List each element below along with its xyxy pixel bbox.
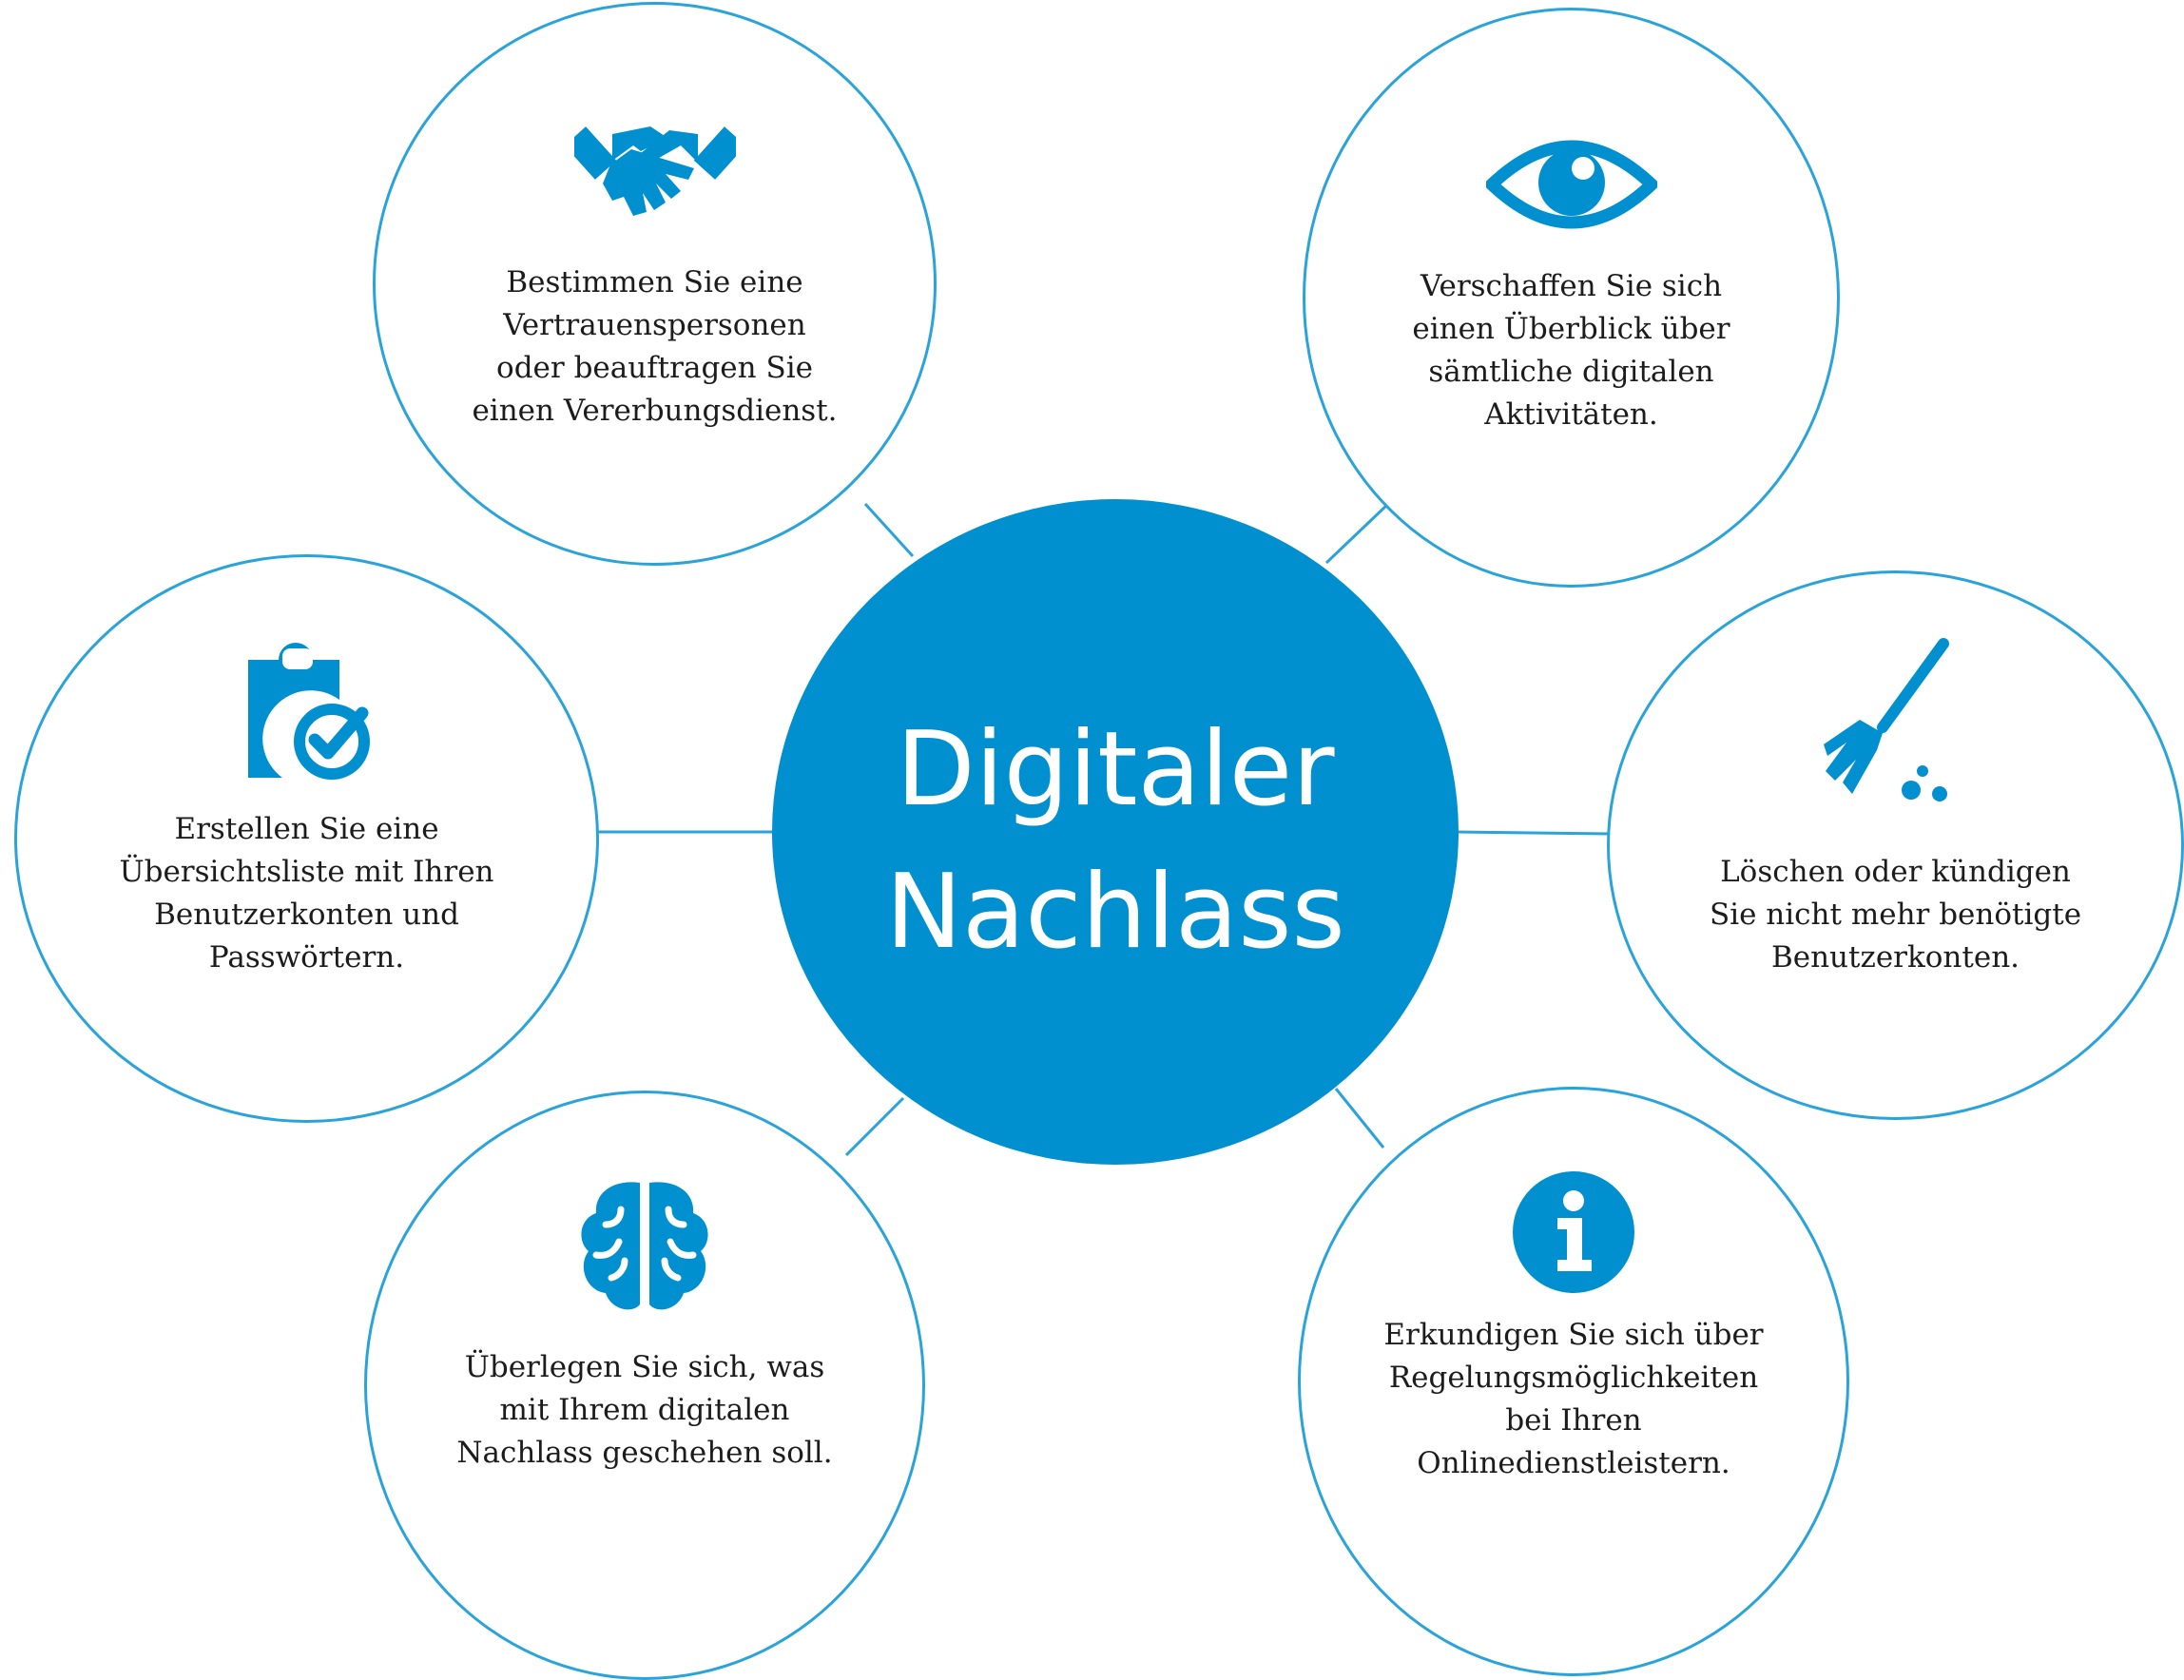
node-4-line-1: Löschen oder kündigen	[1720, 855, 2071, 889]
node-6-line-3: bei Ihren	[1505, 1403, 1642, 1438]
info-icon	[1513, 1171, 1634, 1293]
connector-right	[1454, 830, 1613, 836]
node-2-line-2: einen Überblick über	[1412, 312, 1730, 346]
connector-bottom-left	[844, 1096, 905, 1157]
node-2-line-3: sämtliche digitalen	[1428, 355, 1714, 389]
handshake-icon	[573, 126, 736, 216]
node-3-line-1: Erstellen Sie eine	[174, 812, 439, 846]
broom-icon	[1823, 638, 1949, 801]
node-3-line-3: Benutzerkonten und	[154, 898, 459, 932]
brain-icon	[581, 1182, 708, 1310]
node-5-line-2: mit Ihrem digitalen	[499, 1393, 790, 1427]
node-1-line-1: Bestimmen Sie eine	[506, 265, 803, 299]
node-4-line-3: Benutzerkonten.	[1770, 940, 2020, 975]
node-6-line-1: Erkundigen Sie sich über	[1383, 1318, 1764, 1352]
node-service-providers: Erkundigen Sie sich über Regelungsmöglic…	[1298, 1087, 1849, 1676]
node-think-about-legacy: Überlegen Sie sich, was mit Ihrem digita…	[364, 1091, 925, 1680]
node-delete-accounts: Löschen oder kündigen Sie nicht mehr ben…	[1607, 570, 2184, 1120]
node-3-line-4: Passwörtern.	[208, 940, 405, 975]
clipboard-check-icon	[247, 643, 370, 780]
node-6-line-2: Regelungsmöglichkeiten	[1388, 1361, 1759, 1395]
node-2-line-1: Verschaffen Sie sich	[1420, 269, 1723, 303]
node-1-line-4: einen Vererbungsdienst.	[472, 394, 838, 428]
connector-bottom-right	[1334, 1088, 1385, 1149]
node-4-line-2: Sie nicht mehr benötigte	[1709, 898, 2082, 932]
node-2-line-4: Aktivitäten.	[1484, 397, 1658, 432]
center-topic: Digitaler Nachlass	[772, 499, 1459, 1165]
node-5-line-1: Überlegen Sie sich, was	[464, 1350, 825, 1384]
connector-top-left	[863, 502, 915, 558]
eye-icon	[1485, 140, 1657, 229]
center-title-line-1: Digitaler	[896, 710, 1335, 829]
node-5-line-3: Nachlass geschehen soll.	[456, 1436, 833, 1470]
node-1-line-2: Vertrauenspersonen	[503, 308, 806, 342]
connector-top-right	[1324, 502, 1390, 565]
center-title: Digitaler Nachlass	[885, 699, 1345, 984]
node-account-list: Erstellen Sie eine Übersichtsliste mit I…	[14, 554, 599, 1123]
node-3-line-2: Übersichtsliste mit Ihren	[119, 855, 494, 889]
node-6-line-4: Onlinedienstleistern.	[1417, 1446, 1730, 1480]
node-trusted-person: Bestimmen Sie eine Vertrauenspersonen od…	[373, 2, 937, 566]
node-overview-activities: Verschaffen Sie sich einen Überblick übe…	[1303, 8, 1840, 588]
center-title-line-2: Nachlass	[885, 853, 1345, 972]
node-1-line-3: oder beauftragen Sie	[496, 351, 813, 385]
